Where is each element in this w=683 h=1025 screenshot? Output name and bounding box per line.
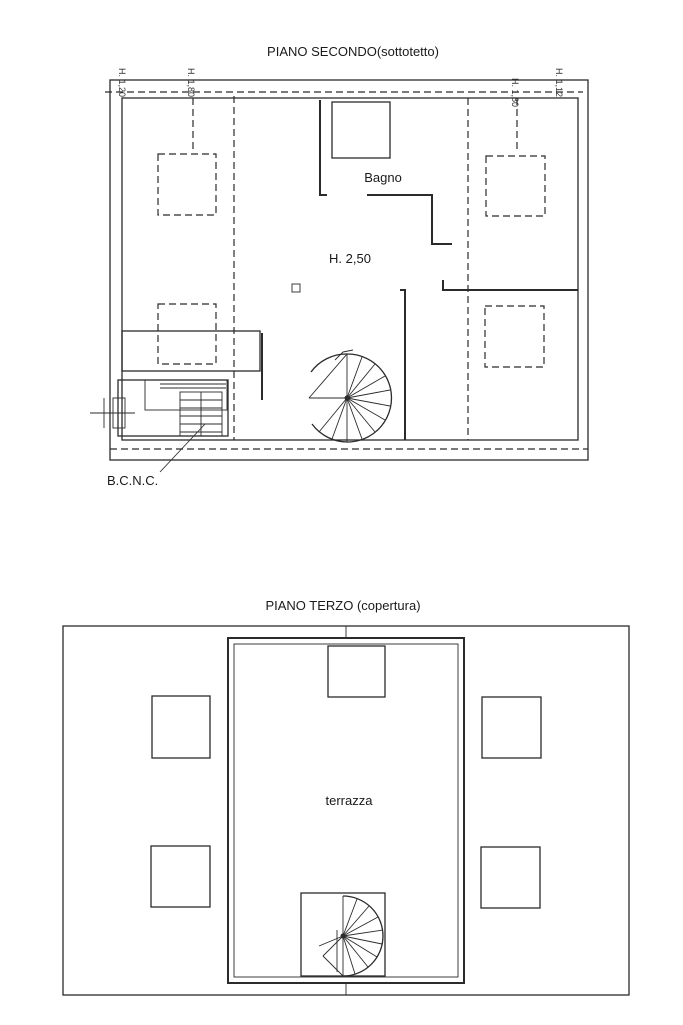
height-mark-2: H. 1,80 <box>186 68 196 97</box>
height-mark-4: H. 1,12 <box>554 68 564 97</box>
floor3-stair-exit <box>300 892 386 977</box>
height-mark-1: H. 1,20 <box>117 68 127 97</box>
floor2-outer-walls <box>105 79 589 461</box>
floor3-skylights <box>150 645 542 909</box>
floor2-title: PIANO SECONDO(sottotetto) <box>267 44 439 59</box>
floor2-height-label: H. 2,50 <box>329 251 371 266</box>
floor2-plan: PIANO SECONDO(sottotetto) H. 1,20 H. 1,8… <box>90 44 589 488</box>
floor2-spiral-stair <box>308 349 393 443</box>
floor3-title: PIANO TERZO (copertura) <box>265 598 420 613</box>
chimney-shaft <box>291 283 301 293</box>
floor2-right-partitions <box>400 280 578 440</box>
floor2-bathroom: Bagno <box>319 100 452 245</box>
floor2-roof-windows <box>157 153 546 368</box>
floor2-height-lines <box>192 96 518 440</box>
floor3-outline <box>62 625 630 996</box>
bcnc-label: B.C.N.C. <box>107 473 158 488</box>
floor2-left-landing: B.C.N.C. <box>90 330 263 488</box>
terrace-label: terrazza <box>326 793 374 808</box>
bath-label: Bagno <box>364 170 402 185</box>
floor3-plan: PIANO TERZO (copertura) terrazza <box>62 598 630 996</box>
